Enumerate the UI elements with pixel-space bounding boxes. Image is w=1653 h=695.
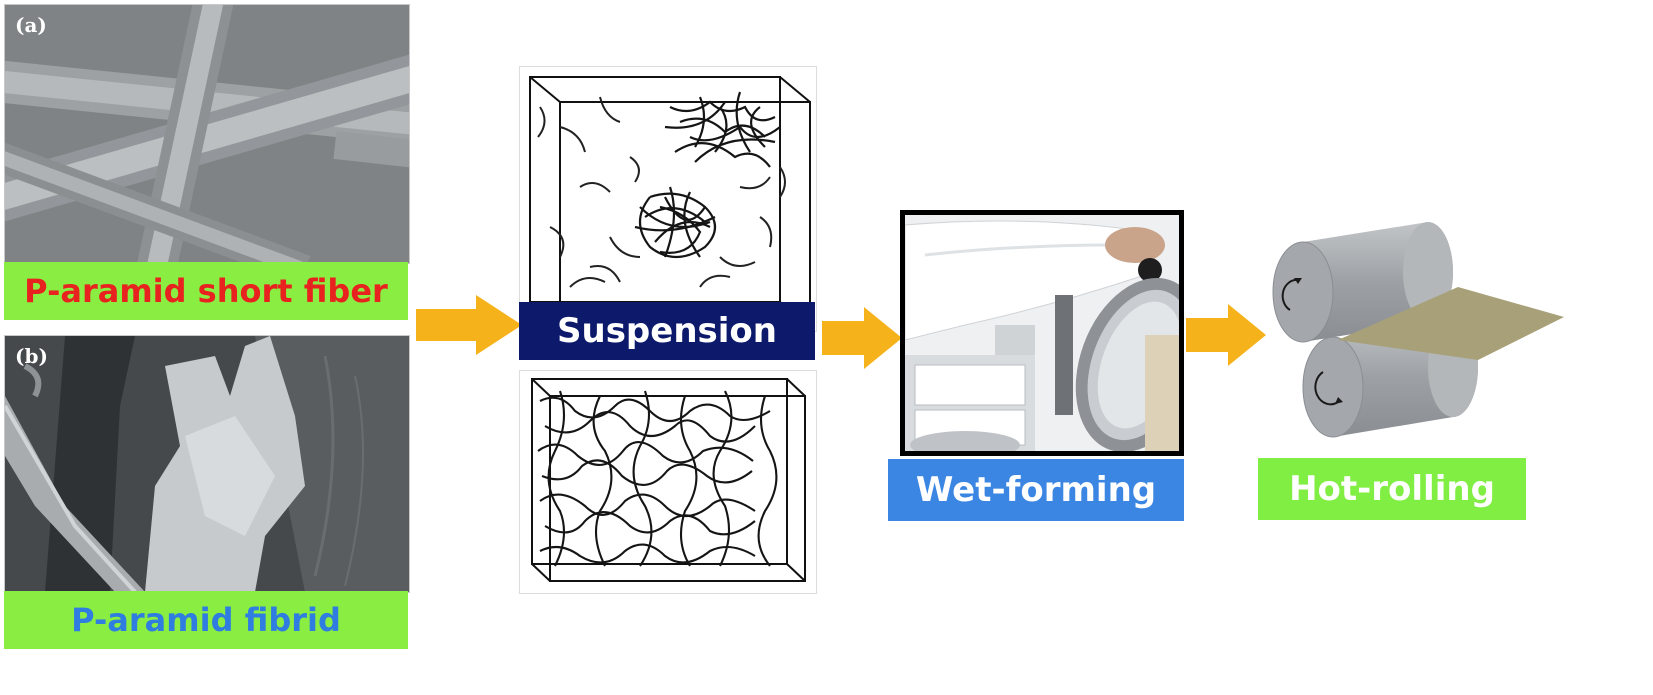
wet-forming-apparatus (905, 215, 1179, 451)
arrow-3 (1186, 304, 1266, 366)
arrow-2 (822, 307, 902, 369)
wet-forming-photo (900, 210, 1184, 456)
arrow-1 (416, 295, 522, 355)
rotation-arrow-upper-icon (1281, 278, 1299, 311)
stage-hot-rolling-text: Hot-rolling (1289, 469, 1495, 509)
label-fibrid: P-aramid fibrid (4, 591, 408, 649)
label-fibrid-text: P-aramid fibrid (71, 601, 341, 639)
stage-suspension: Suspension (519, 302, 815, 360)
stage-hot-rolling: Hot-rolling (1258, 458, 1526, 520)
label-short-fiber-text: P-aramid short fiber (24, 272, 388, 310)
panel-tag-b: (b) (15, 344, 48, 368)
panel-tag-a: (a) (15, 13, 47, 37)
label-short-fiber: P-aramid short fiber (4, 262, 408, 320)
stage-wet-forming-text: Wet-forming (915, 470, 1157, 510)
stage-wet-forming: Wet-forming (888, 459, 1184, 521)
hot-rolling-rollers (1272, 222, 1564, 438)
paper-sheet (1338, 287, 1564, 360)
short-fiber-micrograph (5, 5, 409, 263)
suspension-dispersed-diagram (519, 370, 817, 594)
sem-image-short-fiber: (a) (4, 4, 410, 264)
fibrid-micrograph (5, 336, 409, 592)
fiber-network-clustered (529, 76, 811, 328)
stage-suspension-text: Suspension (557, 311, 777, 351)
rotation-arrow-lower-icon (1314, 371, 1339, 406)
suspension-agglomerated-diagram (519, 66, 817, 332)
fiber-network-uniform (531, 378, 806, 582)
sem-image-fibrid: (b) (4, 335, 410, 593)
